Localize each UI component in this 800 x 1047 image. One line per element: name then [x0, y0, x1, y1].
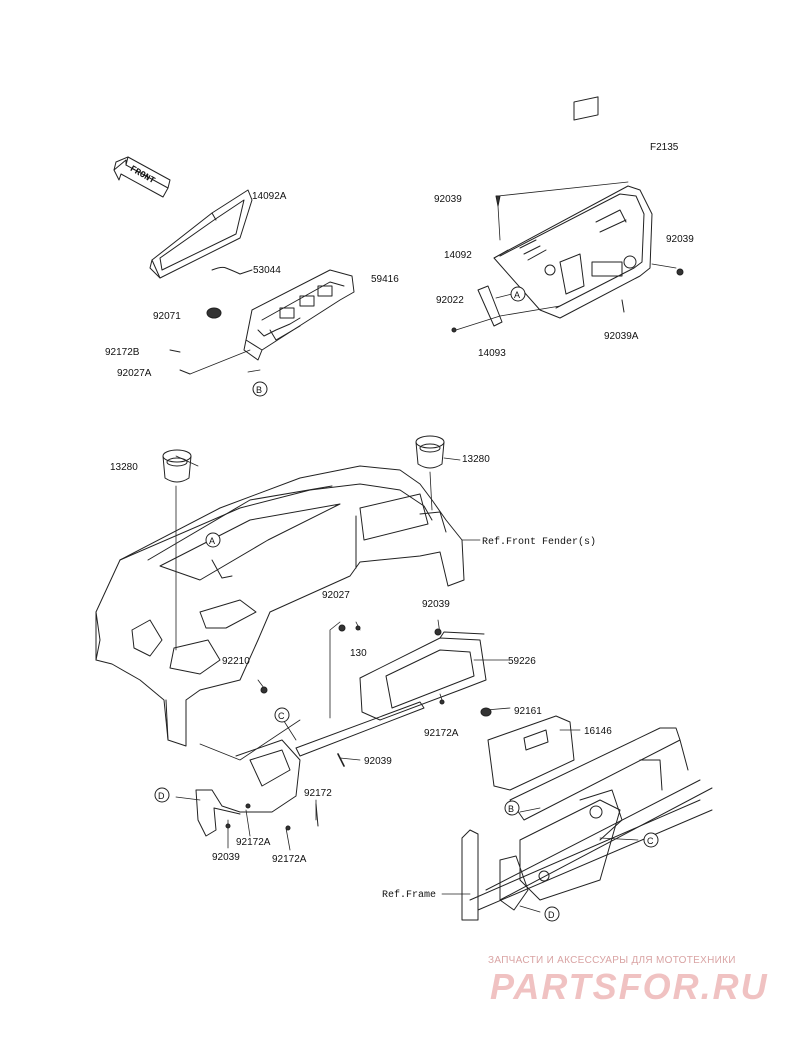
label-92210: 92210 — [222, 656, 250, 667]
screw-92172B — [169, 349, 181, 353]
label-92039-low: 92039 — [364, 756, 392, 767]
svg-text:A: A — [209, 536, 215, 546]
front-arrow-icon — [113, 156, 171, 198]
fastener-92039-mid — [434, 628, 442, 636]
label-92039-bottom: 92039 — [212, 852, 240, 863]
label-ref-frame: Ref.Frame — [382, 889, 436, 901]
callout-A-upper: A — [510, 286, 526, 302]
svg-text:C: C — [278, 711, 285, 721]
callout-D-left: D — [154, 787, 170, 803]
cup-holder-left-13280 — [162, 449, 192, 483]
label-13280-right: 13280 — [462, 454, 490, 465]
label-16146: 16146 — [584, 726, 612, 737]
callout-C-right: C — [643, 832, 659, 848]
glove-box-lid-16146 — [487, 715, 575, 791]
dashboard-body — [95, 465, 465, 747]
svg-text:B: B — [256, 385, 262, 395]
meter-unit-59416 — [243, 269, 355, 361]
label-92039A: 92039A — [604, 331, 639, 342]
meter-panel-14092 — [493, 96, 653, 319]
label-92172: 92172 — [304, 788, 332, 799]
callout-B-right: B — [504, 800, 520, 816]
label-14092: 14092 — [444, 250, 472, 261]
screw-92027A — [179, 369, 191, 375]
svg-text:D: D — [548, 910, 555, 920]
grommet-92161 — [480, 707, 492, 717]
label-13280-left: 13280 — [110, 462, 138, 473]
callout-D-right: D — [544, 906, 560, 922]
label-92039-top: 92039 — [434, 194, 462, 205]
callout-A-lower: A — [205, 532, 221, 548]
frame-structure — [461, 727, 713, 921]
label-59226: 59226 — [508, 656, 536, 667]
fastener-130 — [355, 625, 361, 631]
svg-text:A: A — [514, 290, 520, 300]
callout-B-upper: B — [252, 381, 268, 397]
label-92161: 92161 — [514, 706, 542, 717]
fastener-92039-right — [676, 268, 684, 276]
label-53044: 53044 — [253, 265, 281, 276]
fastener-92039-bottom — [225, 823, 231, 829]
label-130: 130 — [350, 648, 367, 659]
label-14093: 14093 — [478, 348, 506, 359]
label-92071: 92071 — [153, 311, 181, 322]
watermark-logo: PARTSFOR.RU — [490, 966, 769, 1007]
label-59416: 59416 — [371, 274, 399, 285]
svg-text:C: C — [647, 836, 654, 846]
fastener-92027 — [338, 624, 346, 632]
watermark-tagline: ЗАПЧАСТИ И АКСЕССУАРЫ ДЛЯ МОТОТЕХНИКИ — [488, 955, 736, 966]
grommet-92071 — [206, 307, 222, 319]
housing-frame-14092A — [149, 189, 253, 279]
fastener-92172A-b — [285, 825, 291, 831]
fastener-92039-top — [495, 195, 501, 207]
fastener-92172A-mid — [439, 699, 445, 705]
label-92172A-b: 92172A — [272, 854, 307, 865]
fastener-92172A-a — [245, 803, 251, 809]
fastener-92039-low — [337, 753, 345, 767]
cable-53044 — [211, 266, 253, 275]
cup-holder-right-13280 — [415, 435, 445, 469]
label-92027A: 92027A — [117, 368, 152, 379]
label-14092A: 14092A — [252, 191, 287, 202]
label-92172B: 92172B — [105, 347, 140, 358]
label-92039-right: 92039 — [666, 234, 694, 245]
lower-panel-59226 — [359, 631, 487, 721]
svg-text:B: B — [508, 804, 514, 814]
svg-text:D: D — [158, 791, 165, 801]
lower-left-bracket — [195, 739, 301, 837]
figure-code: F2135 — [650, 142, 679, 153]
trim-strip-14093 — [477, 285, 503, 327]
label-92027: 92027 — [322, 590, 350, 601]
center-rail — [295, 701, 425, 757]
fastener-92039A — [621, 299, 625, 313]
fastener-92172 — [315, 803, 319, 827]
label-92022: 92022 — [436, 295, 464, 306]
label-92172A-a: 92172A — [236, 837, 271, 848]
label-92172A-mid: 92172A — [424, 728, 459, 739]
callout-C-left: C — [274, 707, 290, 723]
label-ref-front-fender: Ref.Front Fender(s) — [482, 536, 596, 548]
fastener-92210 — [260, 686, 268, 694]
fastener-92022 — [451, 327, 457, 333]
label-92039-mid: 92039 — [422, 599, 450, 610]
